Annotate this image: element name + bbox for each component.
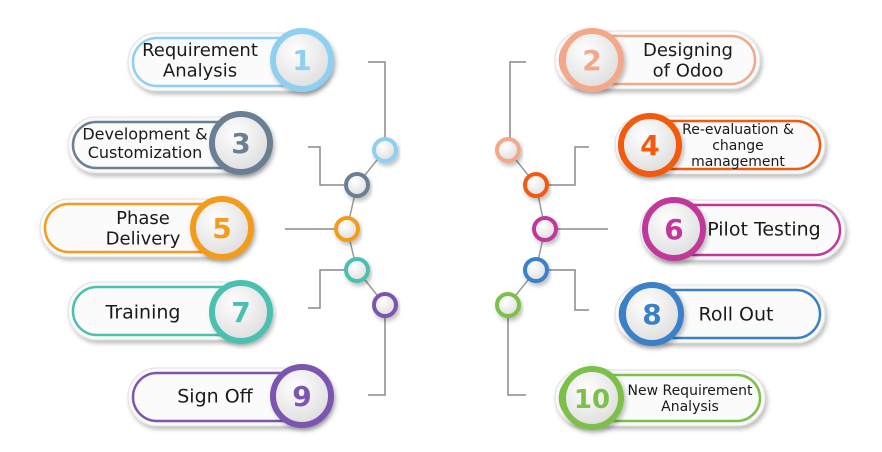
step-number-badge <box>209 280 273 344</box>
step-label-line: Pilot Testing <box>707 219 821 241</box>
connector-lines <box>285 61 608 396</box>
step-label-line: of Odoo <box>653 61 724 82</box>
step-2-connector <box>509 61 526 138</box>
step-label-line: Re-evaluation & <box>682 122 794 138</box>
step-number: 9 <box>292 380 311 413</box>
step-10-node <box>495 292 521 318</box>
step-label-line: New Requirement <box>627 383 753 399</box>
step-label-line: Development & <box>82 124 207 143</box>
step-8-node <box>523 257 549 283</box>
step-7-card: 7 Training <box>67 280 273 344</box>
step-label-line: Analysis <box>661 399 719 415</box>
step-5-node <box>334 216 360 242</box>
step-label-line: Delivery <box>106 229 181 250</box>
step-4-node <box>523 172 549 198</box>
step-number: 8 <box>642 298 661 331</box>
step-number-badge <box>642 197 706 261</box>
step-label-line: change <box>712 138 764 154</box>
step-label-line: Designing <box>643 40 733 61</box>
step-8-connector <box>548 269 589 311</box>
step-1-node <box>372 137 398 163</box>
step-number: 10 <box>574 385 610 415</box>
step-6-card: 6 Pilot Testing <box>639 197 846 261</box>
step-label-line: Training <box>105 302 181 324</box>
step-7-connector <box>308 269 345 309</box>
step-number: 4 <box>640 129 659 162</box>
step-9-connector <box>368 317 386 396</box>
step-number-badge <box>190 196 254 260</box>
step-number: 3 <box>231 127 250 160</box>
step-number: 7 <box>231 296 250 329</box>
step-label-line: Phase <box>116 208 170 229</box>
step-9-card: 9 Sign Off <box>127 364 334 428</box>
step-9-node <box>372 292 398 318</box>
step-3-connector <box>308 146 345 186</box>
step-10-connector <box>507 317 526 396</box>
step-number: 6 <box>664 213 683 246</box>
step-3-card: 3 Development &Customization <box>67 111 273 175</box>
step-number: 5 <box>212 212 231 245</box>
step-label-line: management <box>691 154 785 170</box>
step-label-line: Requirement <box>142 40 258 61</box>
step-6-node <box>532 216 558 242</box>
step-number-badge <box>618 113 682 177</box>
step-number-badge <box>209 111 273 175</box>
step-number-badge <box>270 28 334 92</box>
step-number: 2 <box>582 44 601 77</box>
step-label-line: Analysis <box>163 61 237 82</box>
step-number-badge <box>620 282 684 346</box>
step-7-node <box>344 257 370 283</box>
step-8-card: 8 Roll Out <box>614 282 826 346</box>
step-number-badge <box>560 366 624 430</box>
step-label-line: Customization <box>88 143 203 162</box>
step-1-connector <box>368 61 386 138</box>
step-label-line: Sign Off <box>177 386 253 408</box>
step-number: 1 <box>292 44 311 77</box>
step-4-connector <box>548 146 589 186</box>
step-2-node <box>495 137 521 163</box>
step-number-badge <box>560 28 624 92</box>
step-number-badge <box>270 364 334 428</box>
step-label-line: Roll Out <box>698 304 773 326</box>
step-3-node <box>344 172 370 198</box>
